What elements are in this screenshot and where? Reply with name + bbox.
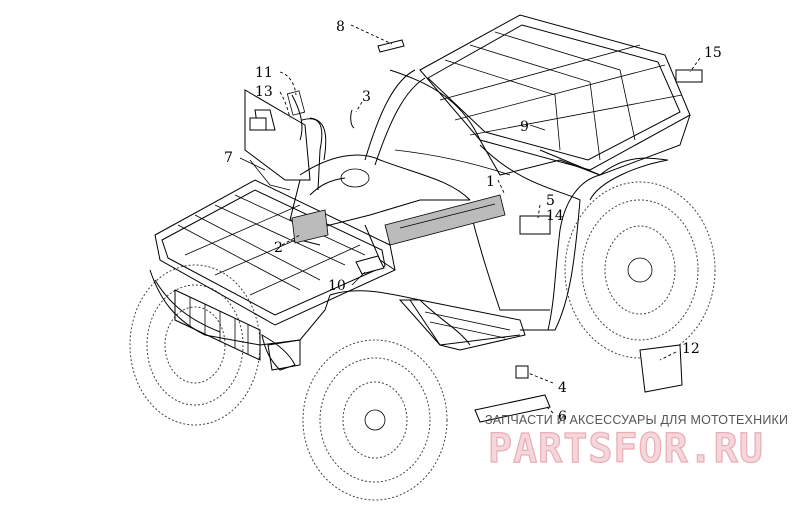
callout-15: 15: [704, 45, 722, 61]
callout-8: 8: [336, 19, 345, 35]
callout-11: 11: [255, 65, 273, 81]
decal-shapes: [249, 39, 703, 423]
callout-4: 4: [558, 380, 567, 396]
footwell: [398, 299, 526, 351]
callout-1: 1: [486, 174, 495, 190]
rear-right-tire: [564, 181, 716, 359]
callout-7: 7: [224, 150, 233, 166]
front-left-tire: [129, 264, 261, 426]
rear-rack: [419, 14, 691, 176]
main-body: [289, 69, 471, 271]
callout-6: 6: [558, 409, 567, 425]
callout-12: 12: [682, 341, 700, 357]
callout-14: 14: [546, 208, 564, 224]
callout-labels: 8 15 11 13 3 9 7 1 5 14 2 10 12 4 6: [224, 19, 722, 425]
watermark: ЗАПЧАСТИ И АКСЕССУАРЫ ДЛЯ МОТОТЕХНИКИ PA…: [485, 413, 788, 473]
callout-13: 13: [255, 84, 273, 100]
callout-3: 3: [362, 89, 371, 105]
handlebar: [286, 90, 327, 191]
leader-lines: [239, 24, 701, 414]
front-right-tire: [302, 339, 448, 501]
watermark-logo: PARTSFOR.RU: [488, 426, 764, 472]
callout-9: 9: [520, 119, 529, 135]
watermark-tagline: ЗАПЧАСТИ И АКСЕССУАРЫ ДЛЯ МОТОТЕХНИКИ: [485, 413, 788, 427]
callout-5: 5: [546, 193, 555, 209]
front-fender: [149, 269, 521, 346]
callout-2: 2: [274, 240, 283, 256]
callout-10: 10: [328, 278, 346, 294]
